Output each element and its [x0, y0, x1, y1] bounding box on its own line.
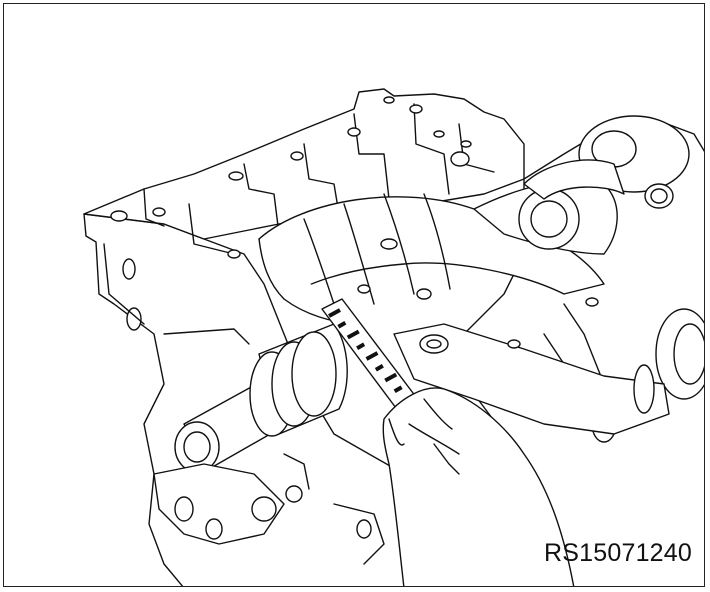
- figure-frame: RS15071240: [3, 3, 705, 587]
- plastigage-scale: [321, 298, 417, 409]
- figure-reference-code: RS15071240: [544, 539, 692, 567]
- scale-mark: [337, 321, 347, 329]
- hand: [382, 387, 575, 586]
- scale-mark: [374, 364, 384, 372]
- crankshaft-journal: [174, 323, 348, 473]
- scale-mark: [384, 372, 398, 383]
- scale-mark: [393, 385, 403, 393]
- lower-bracket: [153, 453, 385, 565]
- scale-mark: [328, 308, 341, 318]
- scale-mark: [356, 342, 366, 350]
- scale-mark: [365, 351, 379, 361]
- scale-mark: [346, 329, 360, 340]
- engine-block-illustration: [83, 88, 704, 586]
